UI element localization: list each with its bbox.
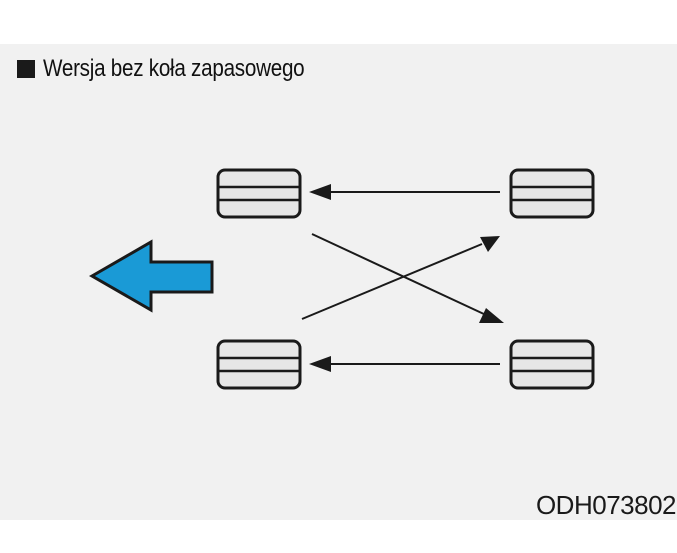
rotation-arrow-rl-to-fr <box>301 236 500 320</box>
forward-direction-arrow-icon <box>88 239 214 313</box>
figure-code: ODH073802 <box>535 490 677 520</box>
diagram-caption: Wersja bez koła zapasowego <box>17 54 347 84</box>
rotation-arrow-fr-to-fl <box>309 184 500 200</box>
rotation-arrow-rr-to-rl <box>309 356 500 372</box>
caption-text: Wersja bez koła zapasowego <box>43 55 305 82</box>
rotation-arrow-fl-to-rr <box>311 233 504 323</box>
tire-rear-right-icon <box>509 339 595 390</box>
tire-front-right-icon <box>509 168 595 219</box>
square-bullet-icon <box>17 60 35 78</box>
tire-front-left-icon <box>216 168 302 219</box>
tire-rear-left-icon <box>216 339 302 390</box>
